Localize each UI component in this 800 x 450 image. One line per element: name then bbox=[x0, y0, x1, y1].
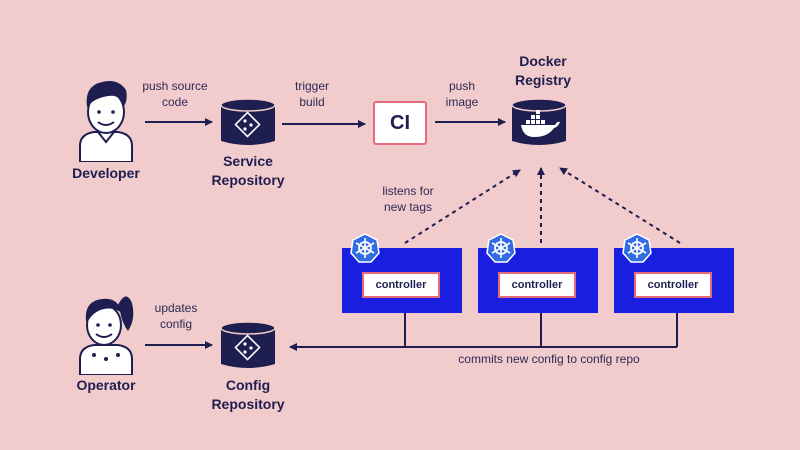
docker-registry-label: Docker Registry bbox=[514, 53, 572, 88]
developer-label: Developer bbox=[72, 165, 140, 181]
controller-box: controller bbox=[342, 248, 462, 313]
updates-config-label: updates config bbox=[154, 301, 198, 331]
docker-whale-icon bbox=[511, 98, 567, 145]
trigger-build-label: trigger build bbox=[294, 79, 329, 109]
controller-label: controller bbox=[362, 272, 440, 298]
push-source-code-label: push source code bbox=[142, 79, 208, 109]
ci-box: CI bbox=[373, 101, 427, 145]
config-repository-label: Config Repository bbox=[211, 377, 285, 412]
edge-listen-1 bbox=[404, 169, 521, 244]
controller-box: controller bbox=[614, 248, 734, 313]
commits-new-config-label: commits new config to config repo bbox=[458, 352, 640, 366]
edge-listen-3 bbox=[559, 167, 681, 244]
git-icon bbox=[220, 321, 276, 368]
controller-label: controller bbox=[634, 272, 712, 298]
developer-avatar-icon bbox=[79, 81, 133, 162]
kubernetes-helm-icon bbox=[622, 233, 652, 263]
controller-label: controller bbox=[498, 272, 576, 298]
kubernetes-helm-icon bbox=[486, 233, 516, 263]
service-repository-label: Service Repository bbox=[211, 153, 285, 188]
git-icon bbox=[220, 98, 276, 145]
operator-avatar-icon bbox=[79, 296, 134, 375]
operator-label: Operator bbox=[76, 377, 136, 393]
listens-for-new-tags-label: listens for new tags bbox=[382, 184, 434, 214]
push-image-label: push image bbox=[445, 79, 479, 109]
kubernetes-helm-icon bbox=[350, 233, 380, 263]
